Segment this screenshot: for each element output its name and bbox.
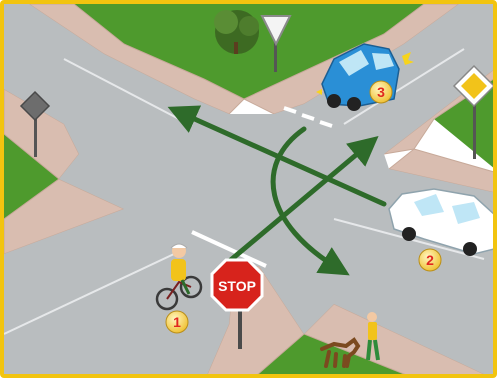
grass-left	[4, 134, 59, 219]
yield-sign	[260, 15, 292, 72]
road-edge-line	[63, 58, 180, 120]
badge-cyclist: 1	[165, 310, 189, 334]
arrow-turn	[270, 126, 350, 276]
priority-road-sign-left	[19, 90, 51, 157]
road-edge-line	[343, 48, 465, 125]
badge-white-car: 2	[418, 248, 442, 272]
badge-cyclist-number: 1	[173, 314, 181, 330]
stop-sign-text: STOP	[218, 278, 256, 294]
intersection-illustration: STOP 1 2 3	[4, 4, 493, 374]
badge-blue-car-number: 3	[377, 84, 385, 100]
arrow-left	[167, 105, 387, 207]
crossing-dashes	[283, 106, 333, 128]
pedestrian	[366, 312, 380, 361]
priority-road-sign-right	[452, 64, 493, 159]
movement-arrows	[167, 105, 387, 277]
grass-top	[74, 4, 424, 99]
badge-blue-car: 3	[369, 80, 393, 104]
dog	[320, 337, 361, 368]
road-edge-line	[4, 253, 175, 335]
cyclist	[155, 243, 203, 311]
arrow-straight	[211, 135, 379, 277]
white-car	[388, 188, 493, 256]
badge-white-car-number: 2	[426, 252, 434, 268]
tree	[214, 10, 259, 54]
turn-signal-flash	[402, 52, 414, 65]
stop-sign: STOP	[210, 258, 264, 349]
grass-bottom	[258, 334, 404, 374]
stop-line	[191, 230, 267, 268]
sidewalk-right-lower	[387, 148, 493, 193]
